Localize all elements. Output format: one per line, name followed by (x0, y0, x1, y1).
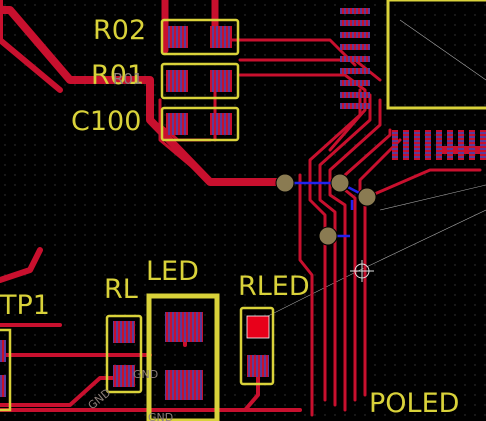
footprint-r02[interactable] (160, 18, 240, 56)
ratsnest-lines (259, 19, 486, 321)
designator-c100: C100 (71, 106, 141, 137)
crosshair-cursor-icon (350, 260, 374, 282)
designator-r01-overlap: R01 (113, 70, 143, 88)
net-label-gnd-led: GND (148, 411, 173, 421)
designator-rled: RLED (238, 271, 310, 302)
footprint-rled[interactable] (239, 306, 275, 386)
vias[interactable] (275, 173, 377, 246)
designator-r01: R01 (91, 60, 144, 91)
designator-led: LED (146, 256, 199, 287)
footprint-led[interactable] (146, 293, 220, 421)
via (357, 187, 377, 207)
via (275, 173, 295, 193)
footprint-tp1[interactable] (0, 328, 12, 412)
footprint-c100[interactable] (160, 106, 240, 142)
designator-rl: RL (104, 274, 138, 305)
designator-poled: POLED (369, 388, 459, 419)
footprint-rl[interactable] (105, 314, 143, 394)
designator-tp1: TP1 (0, 290, 50, 321)
via (318, 226, 338, 246)
ic-pin-row (392, 130, 486, 160)
designator-r02: R02 (93, 15, 146, 46)
via (330, 173, 350, 193)
ic-pin-column (340, 8, 370, 109)
footprint-r01[interactable] (160, 62, 240, 100)
net-label-gnd-rl: GND (133, 368, 158, 381)
ic-outline (386, 0, 486, 110)
